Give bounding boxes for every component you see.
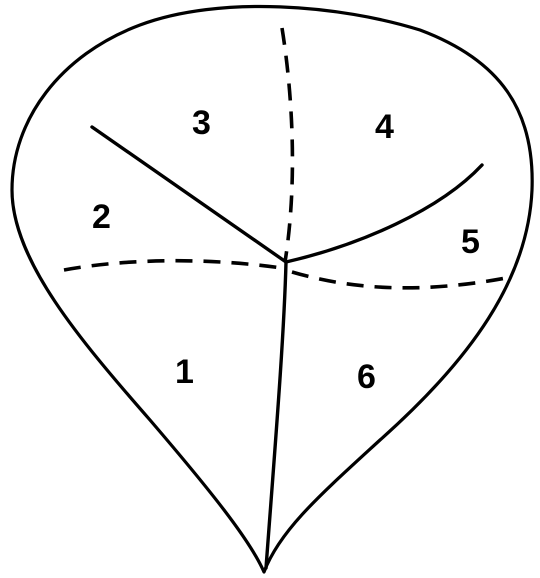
region-label-3: 3 xyxy=(192,104,211,142)
region-label-1: 1 xyxy=(175,353,194,391)
boundary-solid-bottom xyxy=(266,262,286,568)
region-label-2: 2 xyxy=(92,198,111,236)
boundary-solid-upper-left xyxy=(92,127,286,262)
boundary-dashed-left xyxy=(64,261,282,270)
region-label-5: 5 xyxy=(461,223,480,261)
region-label-6: 6 xyxy=(357,358,376,396)
boundary-dashed-top xyxy=(282,28,292,262)
region-label-4: 4 xyxy=(375,108,394,146)
boundary-dashed-right xyxy=(292,272,506,288)
boundary-solid-upper-right xyxy=(286,165,482,262)
